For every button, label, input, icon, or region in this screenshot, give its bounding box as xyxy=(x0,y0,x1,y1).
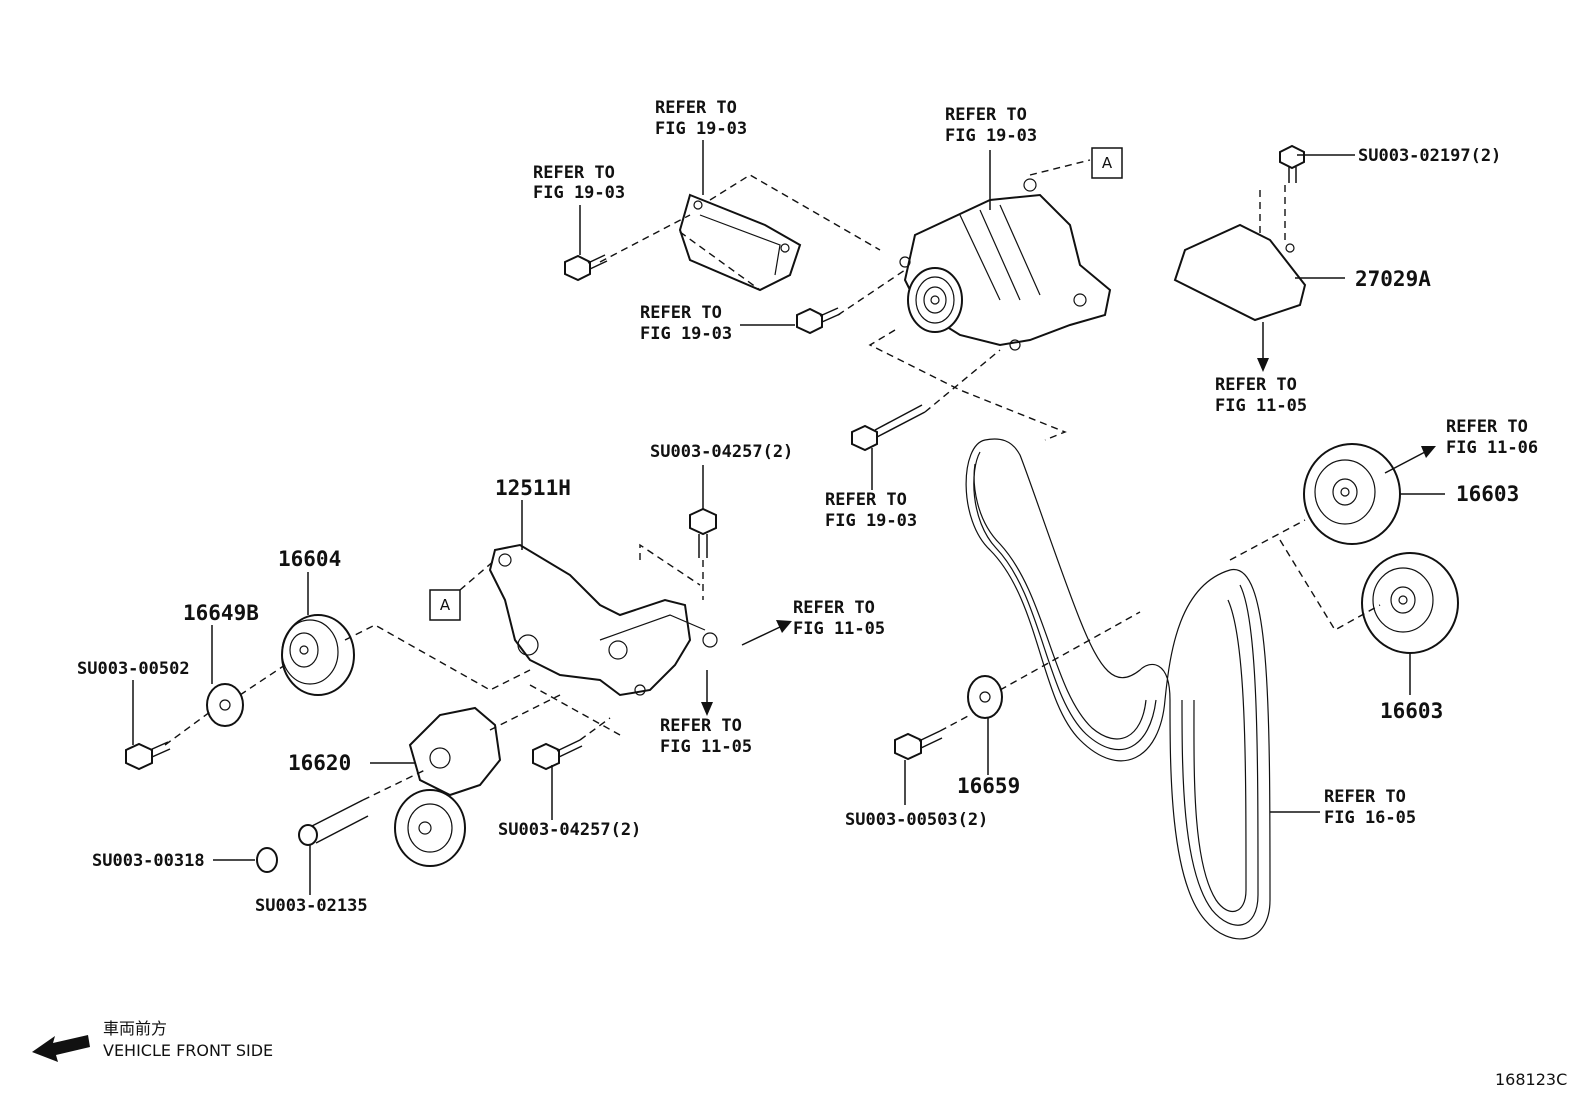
cover-bolt-left xyxy=(564,254,608,282)
svg-text:FIG 19-03: FIG 19-03 xyxy=(655,119,747,139)
svg-text:FIG 19-03: FIG 19-03 xyxy=(945,126,1037,146)
svg-text:REFER TO: REFER TO xyxy=(1446,417,1528,437)
fastener-su003-00503: SU003-00503(2) xyxy=(845,810,988,830)
belt-cover-27029a xyxy=(1173,223,1307,322)
arrow-down-11-05-top xyxy=(1257,358,1269,372)
bracket-12511h xyxy=(488,543,718,697)
ref-marker-bottom: A xyxy=(429,589,461,621)
svg-text:FIG 19-03: FIG 19-03 xyxy=(640,324,732,344)
bolt-00503 xyxy=(894,730,943,761)
v-ribbed-belt xyxy=(965,438,1271,940)
part-16659: 16659 xyxy=(957,774,1020,798)
fastener-su003-00502: SU003-00502 xyxy=(77,659,190,679)
fastener-su003-04257-top: SU003-04257(2) xyxy=(650,442,793,462)
vehicle-front-arrow-icon xyxy=(32,1035,90,1062)
cap-00318 xyxy=(256,847,278,873)
svg-text:FIG 11-05: FIG 11-05 xyxy=(793,619,885,639)
svg-text:REFER TO: REFER TO xyxy=(825,490,907,510)
arrow-right-11-06 xyxy=(1421,446,1436,458)
callout-fig-11-06: REFER TO FIG 11-06 xyxy=(1446,417,1538,458)
part-27029a: 27029A xyxy=(1355,267,1431,291)
svg-text:FIG 11-05: FIG 11-05 xyxy=(660,737,752,757)
callout-fig-19-03-cover-left: REFER TO FIG 19-03 xyxy=(533,163,625,203)
svg-text:REFER TO: REFER TO xyxy=(793,598,875,618)
part-12511h: 12511H xyxy=(495,476,571,500)
part-16603-top: 16603 xyxy=(1456,482,1519,506)
callout-fig-11-05-right: REFER TO FIG 11-05 xyxy=(793,598,885,639)
idler-pulley-16603-top xyxy=(1303,443,1401,545)
arrow-down-11-05 xyxy=(701,702,713,716)
leader-lines xyxy=(132,140,1445,895)
bolt-00502 xyxy=(125,741,171,771)
part-16620: 16620 xyxy=(288,751,351,775)
svg-text:REFER TO: REFER TO xyxy=(533,163,615,183)
ref-marker-bottom-text: A xyxy=(440,596,451,614)
callout-fig-19-03-alternator: REFER TO FIG 19-03 xyxy=(945,105,1037,146)
bracket-bolt-bottom xyxy=(532,739,583,771)
ref-marker-top-text: A xyxy=(1102,154,1113,172)
callout-fig-11-05-belt-cover: REFER TO FIG 11-05 xyxy=(1215,375,1307,416)
figure-id: 168123C xyxy=(1495,1070,1567,1089)
callout-fig-19-03-long-bolt: REFER TO FIG 19-03 xyxy=(825,490,917,531)
vehicle-front-legend: 車両前方 VEHICLE FRONT SIDE xyxy=(32,1019,273,1062)
svg-text:FIG 11-06: FIG 11-06 xyxy=(1446,438,1538,458)
fastener-su003-02135: SU003-02135 xyxy=(255,896,368,916)
svg-text:FIG 19-03: FIG 19-03 xyxy=(825,511,917,531)
tensioner-16620 xyxy=(394,706,502,867)
svg-text:REFER TO: REFER TO xyxy=(1215,375,1297,395)
legend-japanese: 車両前方 xyxy=(103,1019,167,1038)
legend-english: VEHICLE FRONT SIDE xyxy=(103,1041,273,1060)
callout-fig-16-05: REFER TO FIG 16-05 xyxy=(1324,787,1416,828)
svg-text:REFER TO: REFER TO xyxy=(655,98,737,118)
idler-pulley-16603-bottom xyxy=(1361,552,1459,654)
fastener-su003-00318: SU003-00318 xyxy=(92,851,205,871)
part-16604: 16604 xyxy=(278,547,341,571)
fastener-su003-02197: SU003-02197(2) xyxy=(1358,146,1501,166)
svg-text:FIG 11-05: FIG 11-05 xyxy=(1215,396,1307,416)
fastener-su003-04257-bottom: SU003-04257(2) xyxy=(498,820,641,840)
alternator xyxy=(899,178,1112,351)
svg-text:REFER TO: REFER TO xyxy=(945,105,1027,125)
alternator-cover xyxy=(678,193,802,292)
svg-text:FIG 16-05: FIG 16-05 xyxy=(1324,808,1416,828)
tensioner-bolt-02135 xyxy=(298,799,369,846)
part-16649b: 16649B xyxy=(183,601,259,625)
svg-text:FIG 19-03: FIG 19-03 xyxy=(533,183,625,203)
direction-arrows xyxy=(701,322,1436,716)
assembly-lines xyxy=(164,159,1381,801)
svg-text:REFER TO: REFER TO xyxy=(1324,787,1406,807)
callout-fig-19-03-cover-bolt: REFER TO FIG 19-03 xyxy=(640,303,732,344)
bracket-bolt-top xyxy=(689,507,717,558)
callout-fig-11-05-down: REFER TO FIG 11-05 xyxy=(660,716,752,757)
belt-cover-bolt xyxy=(1279,144,1305,183)
alternator-long-bolt xyxy=(851,404,926,452)
svg-text:REFER TO: REFER TO xyxy=(640,303,722,323)
plate-16649b xyxy=(206,683,244,727)
callout-fig-19-03-cover-top: REFER TO FIG 19-03 xyxy=(655,98,747,139)
part-16603-bottom: 16603 xyxy=(1380,699,1443,723)
idler-pulley-16604 xyxy=(281,614,355,696)
plate-16659 xyxy=(967,675,1003,719)
cover-bolt-right xyxy=(796,307,841,335)
arrow-right-11-05 xyxy=(776,620,792,633)
svg-text:REFER TO: REFER TO xyxy=(660,716,742,736)
ref-marker-top: A xyxy=(1091,147,1123,179)
